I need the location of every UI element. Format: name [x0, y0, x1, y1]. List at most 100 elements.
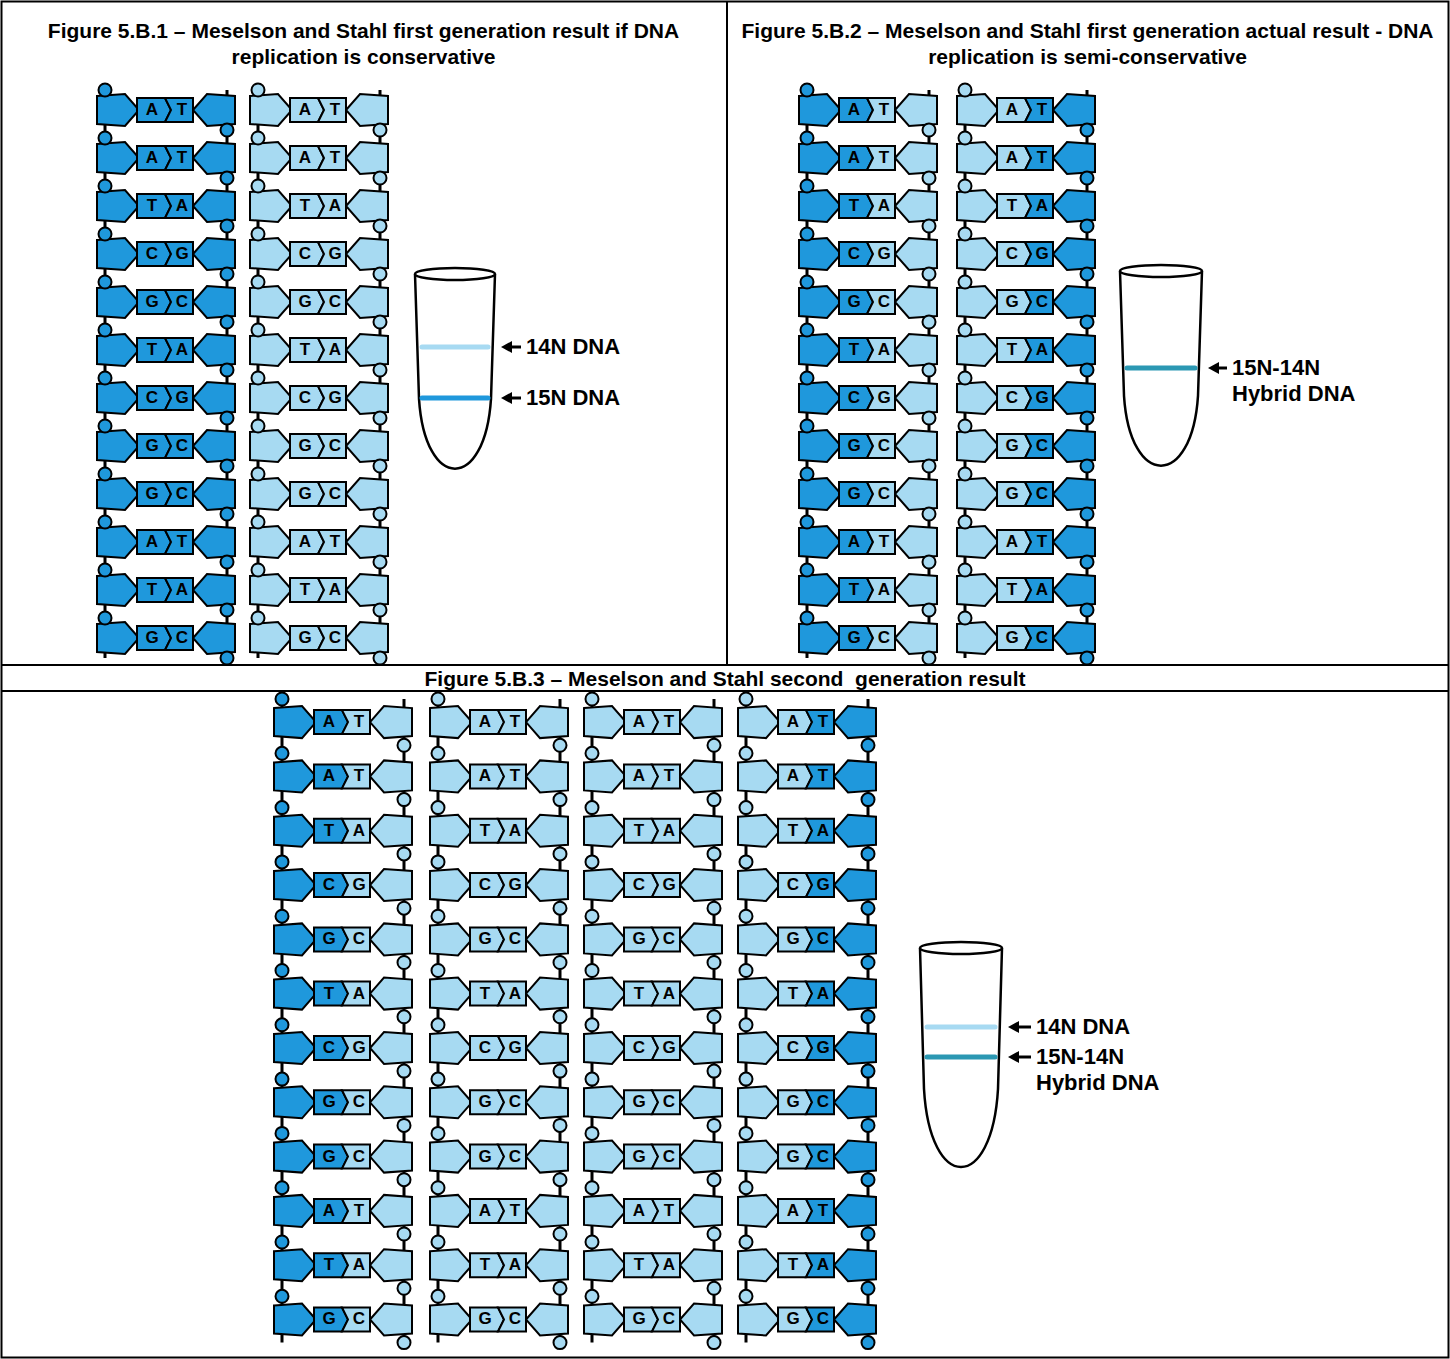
deoxyribose-sugar	[346, 286, 388, 318]
nitrogen-base	[318, 578, 346, 602]
deoxyribose-sugar	[799, 286, 841, 318]
base-letter: T	[783, 1254, 803, 1276]
phosphate	[398, 902, 411, 915]
nitrogen-base	[867, 98, 895, 122]
deoxyribose-sugar	[274, 923, 316, 955]
phosphate	[708, 1065, 721, 1078]
base-letter: A	[1002, 531, 1022, 553]
deoxyribose-sugar	[97, 430, 139, 462]
phosphate	[586, 964, 599, 977]
deoxyribose-sugar	[346, 142, 388, 174]
base-letter: G	[142, 627, 162, 649]
deoxyribose-sugar	[957, 94, 999, 126]
deoxyribose-sugar	[370, 706, 412, 738]
phosphate	[432, 1181, 445, 1194]
phosphate	[586, 1018, 599, 1031]
base-letter: C	[629, 874, 649, 896]
band-label: 15N DNA	[526, 385, 620, 411]
deoxyribose-sugar	[193, 430, 235, 462]
base-letter: G	[172, 387, 192, 409]
base-letter: G	[1002, 483, 1022, 505]
nitrogen-base	[806, 873, 834, 897]
deoxyribose-sugar	[1053, 574, 1095, 606]
base-letter: A	[1002, 99, 1022, 121]
phosphate	[221, 124, 234, 137]
phosphate	[276, 1181, 289, 1194]
base-letter: T	[505, 711, 525, 733]
phosphate	[740, 910, 753, 923]
base-letter: G	[325, 243, 345, 265]
dna-band	[927, 1025, 995, 1030]
deoxyribose-sugar	[895, 190, 937, 222]
deoxyribose-sugar	[193, 622, 235, 654]
base-letter: A	[142, 531, 162, 553]
base-letter: C	[844, 387, 864, 409]
phosphate	[554, 739, 567, 752]
deoxyribose-sugar	[274, 1304, 316, 1336]
phosphate	[801, 516, 814, 529]
deoxyribose-sugar	[738, 815, 780, 847]
phosphate	[221, 460, 234, 473]
deoxyribose-sugar	[799, 334, 841, 366]
deoxyribose-sugar	[274, 1086, 316, 1118]
nitrogen-base	[652, 1145, 680, 1169]
deoxyribose-sugar	[680, 1304, 722, 1336]
phosphate	[221, 316, 234, 329]
base-letter: G	[783, 1091, 803, 1113]
phosphate	[1081, 460, 1094, 473]
phosphate	[586, 1181, 599, 1194]
deoxyribose-sugar	[346, 622, 388, 654]
nitrogen-base	[806, 1308, 834, 1332]
base-letter: C	[142, 387, 162, 409]
base-letter: C	[659, 1091, 679, 1113]
arrow-head	[1008, 1051, 1019, 1063]
nitrogen-base	[165, 194, 193, 218]
nitrogen-base	[652, 927, 680, 951]
phosphate	[959, 372, 972, 385]
base-letter: T	[475, 820, 495, 842]
phosphate	[99, 468, 112, 481]
phosphate	[554, 1228, 567, 1241]
base-letter: T	[172, 531, 192, 553]
base-letter: G	[844, 435, 864, 457]
phosphate	[801, 132, 814, 145]
figure-heading: Figure 5.B.1 – Meselson and Stahl first …	[12, 18, 715, 70]
deoxyribose-sugar	[250, 382, 292, 414]
phosphate	[708, 1010, 721, 1023]
base-letter: C	[783, 874, 803, 896]
deoxyribose-sugar	[274, 706, 316, 738]
deoxyribose-sugar	[895, 622, 937, 654]
base-letter: T	[505, 1200, 525, 1222]
deoxyribose-sugar	[895, 430, 937, 462]
deoxyribose-sugar	[346, 478, 388, 510]
deoxyribose-sugar	[680, 815, 722, 847]
dna-band	[422, 345, 488, 350]
phosphate	[221, 364, 234, 377]
phosphate	[959, 564, 972, 577]
base-letter: C	[659, 928, 679, 950]
base-letter: A	[319, 1200, 339, 1222]
base-letter: T	[659, 711, 679, 733]
deoxyribose-sugar	[738, 1141, 780, 1173]
deoxyribose-sugar	[430, 706, 472, 738]
nitrogen-base	[652, 710, 680, 734]
base-letter: T	[319, 983, 339, 1005]
nitrogen-base	[652, 873, 680, 897]
base-letter: T	[874, 531, 894, 553]
base-letter: C	[505, 1091, 525, 1113]
deoxyribose-sugar	[250, 238, 292, 270]
deoxyribose-sugar	[370, 815, 412, 847]
nitrogen-base	[318, 98, 346, 122]
nitrogen-base	[498, 764, 526, 788]
base-letter: C	[1002, 243, 1022, 265]
phosphate	[99, 612, 112, 625]
base-letter: G	[1002, 291, 1022, 313]
base-letter: C	[505, 928, 525, 950]
phosphate	[740, 1073, 753, 1086]
base-letter: T	[783, 820, 803, 842]
base-letter: G	[505, 874, 525, 896]
base-letter: C	[295, 243, 315, 265]
nitrogen-base	[652, 1199, 680, 1223]
phosphate	[276, 801, 289, 814]
base-letter: C	[813, 1308, 833, 1330]
